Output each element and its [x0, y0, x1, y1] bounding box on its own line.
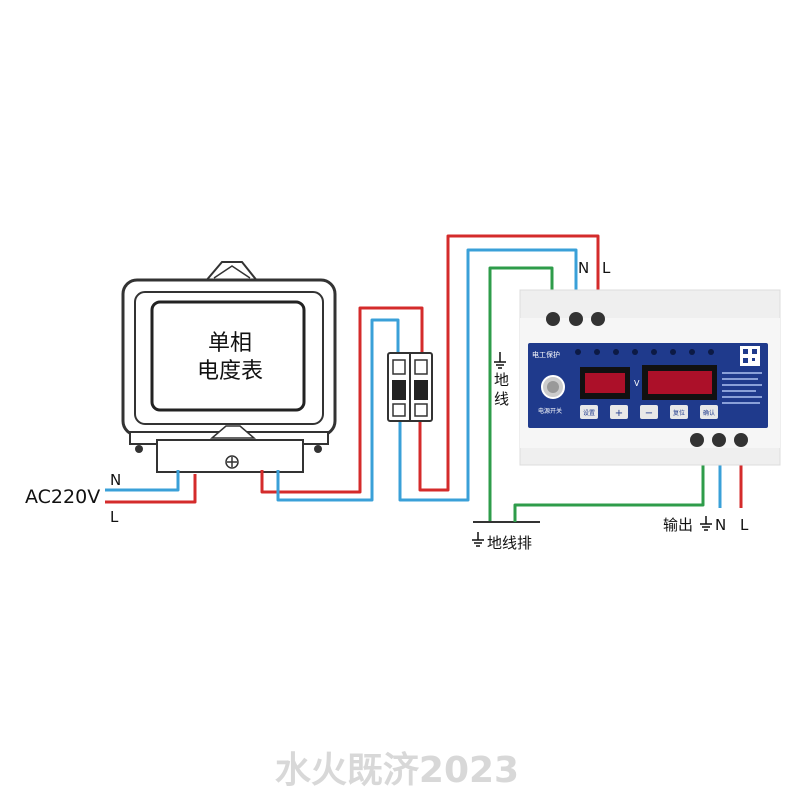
input-n-label: N [578, 259, 589, 277]
meter-title-line2: 电度表 [197, 359, 263, 384]
wire-meter-live-out [260, 306, 424, 494]
button-minus [640, 405, 658, 419]
ground-symbol-output [700, 516, 712, 531]
output-l-label: L [740, 516, 749, 534]
button-set-label: 设置 [583, 409, 595, 417]
output-n-label: N [715, 516, 726, 534]
ground-symbol-bar [472, 532, 484, 547]
wire-source-neutral [105, 470, 180, 492]
spec-lines [722, 372, 762, 404]
wire-meter-neutral-out [276, 318, 400, 502]
ground-vertical-line1: 地 [494, 371, 509, 389]
protector-device: 电工保护 电源开关 V [519, 289, 781, 466]
button-reset [670, 405, 688, 419]
electricity-meter: 单相 电度表 [121, 261, 337, 473]
ground-vertical-line2: 线 [494, 390, 509, 408]
wire-breaker-live-out [418, 234, 600, 492]
circuit-breaker [387, 352, 433, 422]
panel-buttons: 设置 + − 复位 确认 [580, 405, 718, 419]
input-l-label: L [602, 259, 611, 277]
source-l-label: L [110, 508, 119, 526]
wire-breaker-neutral-out [398, 248, 578, 502]
button-reset-label: 复位 [673, 409, 685, 417]
power-switch-label: 电源开关 [538, 407, 562, 415]
output-terminal-l [734, 433, 748, 447]
wire-source-live [105, 474, 197, 504]
input-terminal-earth [546, 312, 560, 326]
indicator-leds [575, 349, 714, 355]
button-set [580, 405, 598, 419]
source-label: AC220V [25, 486, 100, 508]
output-label: 输出 [663, 516, 693, 534]
input-terminal-l [591, 312, 605, 326]
button-plus-label: + [615, 408, 623, 419]
watermark: 水火既济2023 [275, 750, 519, 791]
output-terminal-n [712, 433, 726, 447]
ground-symbol-vertical [494, 352, 506, 369]
ground-bar-label: 地线排 [487, 534, 532, 552]
button-confirm-label: 确认 [703, 409, 715, 417]
source-n-label: N [110, 471, 121, 489]
output-terminal-earth [690, 433, 704, 447]
button-minus-label: − [645, 408, 653, 419]
button-plus [610, 405, 628, 419]
device-brand: 电工保护 [532, 350, 560, 359]
wires [105, 234, 743, 523]
wire-output-earth [513, 442, 705, 522]
input-terminal-n [569, 312, 583, 326]
meter-title-line1: 单相 [208, 331, 252, 356]
display-unit: V [634, 379, 640, 388]
button-confirm [700, 405, 718, 419]
